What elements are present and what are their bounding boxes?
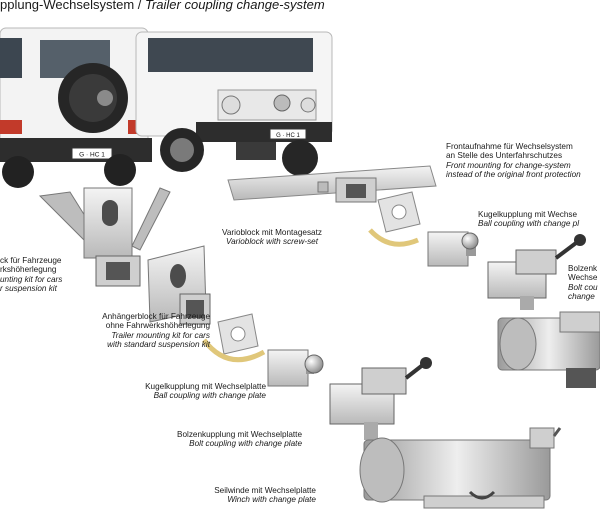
vehicle-rear: G · HC 1 (0, 27, 152, 188)
front-plate-text: G · HC 1 (276, 133, 300, 139)
label-winch: Seilwinde mit Wechselplatte Winch with c… (214, 486, 316, 505)
arrow-curve-left (202, 338, 266, 363)
arrow-curve-top (368, 228, 419, 247)
bolt-coupling-right (487, 234, 586, 310)
front-mount-bar (227, 165, 437, 203)
label-lowered-kit: ck für Fahrzeuge rkshöherlegung unting k… (0, 256, 63, 294)
bolt-coupling-center (329, 357, 432, 440)
change-plate-left (217, 313, 259, 355)
label-bolt-coupling: Bolzenkupplung mit Wechselplatte Bolt co… (176, 430, 302, 449)
winch-right (497, 311, 600, 388)
mounting-kit-standard (147, 245, 211, 325)
mounting-kit-lowered (38, 187, 171, 287)
ball-coupling-right (427, 231, 479, 267)
label-ball-coupling-right: Kugelkupplung mit Wechse Ball coupling w… (478, 210, 580, 229)
winch-bottom (359, 427, 562, 509)
page-title: pplung-Wechselsystem / Trailer coupling … (0, 0, 325, 12)
vehicle-front: G · HC 1 (135, 31, 333, 176)
rear-plate-text: G · HC 1 (79, 152, 105, 159)
ball-coupling-left (267, 349, 324, 387)
label-varioblock: Varioblock mit Montagesatz Varioblock wi… (222, 228, 322, 247)
label-trailer-block: Anhängerblock für Fahrzeuge ohne Fahrwer… (102, 312, 210, 350)
change-plate-center (377, 191, 421, 233)
label-bolt-coupling-right: Bolzenk Wechse Bolt cou change (568, 264, 598, 302)
label-front-mount: Frontaufnahme für Wechselsystem an Stell… (446, 142, 581, 180)
label-ball-coupling: Kugelkupplung mit Wechselplatte Ball cou… (145, 382, 266, 401)
